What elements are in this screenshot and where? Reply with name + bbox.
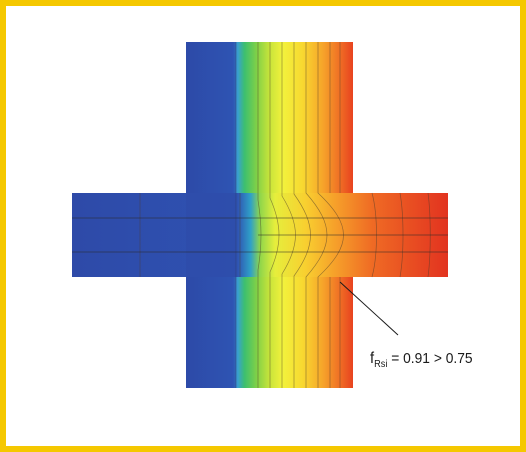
frsi-annotation: fRsi = 0.91 > 0.75: [370, 350, 473, 370]
frsi-value: = 0.91 > 0.75: [387, 350, 473, 367]
frsi-subscript: Rsi: [374, 359, 388, 370]
frsi-symbol: f: [370, 350, 375, 367]
leader-line: [339, 281, 399, 336]
slab-outlines: [72, 42, 448, 388]
